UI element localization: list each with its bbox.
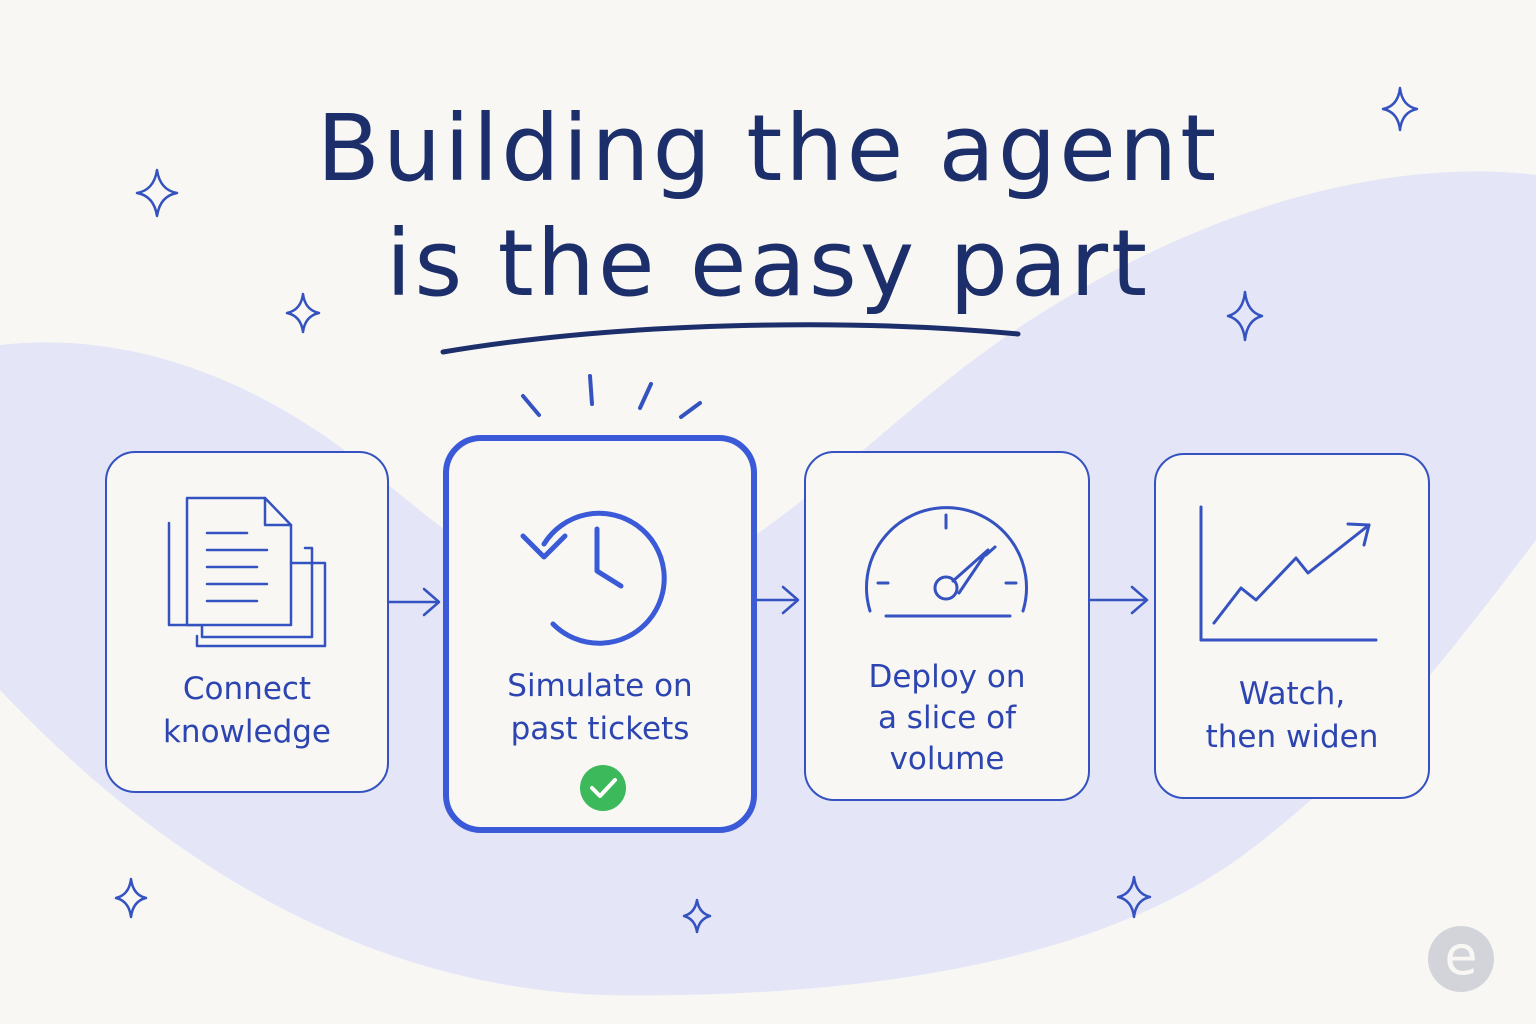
sparkle-icon — [1381, 86, 1419, 132]
step-card-connect-knowledge: Connect knowledge — [105, 451, 389, 793]
sparkle-icon — [1226, 290, 1264, 342]
step-label: Simulate on past tickets — [449, 665, 751, 751]
logo-letter: e — [1444, 924, 1478, 987]
sparkle-icon — [682, 898, 712, 934]
step-label-line: volume — [889, 741, 1005, 777]
step-label-line: Deploy on — [868, 659, 1026, 695]
check-badge-icon — [580, 765, 626, 811]
step-card-simulate-past-tickets: Simulate on past tickets — [443, 435, 757, 833]
step-label: Connect knowledge — [107, 668, 387, 754]
step-label-line: a slice of — [877, 700, 1017, 736]
step-label-line: Watch, — [1238, 676, 1346, 712]
speedometer-icon — [865, 506, 1028, 618]
step-card-watch-widen: Watch, then widen — [1154, 453, 1430, 799]
diagram-title-line-1: Building the agent — [316, 95, 1220, 202]
step-card-deploy-slice: Deploy on a slice of volume — [804, 451, 1090, 801]
arrow-3 — [1088, 585, 1149, 615]
step-label: Deploy on a slice of volume — [806, 657, 1088, 780]
history-clock-icon — [520, 510, 667, 646]
step-label-line: Simulate on — [507, 668, 693, 704]
e-logo-icon: e — [1428, 926, 1494, 992]
step-label-line: then widen — [1205, 719, 1379, 755]
burst-lines — [521, 374, 702, 419]
arrow-1 — [387, 587, 441, 617]
background-blob — [0, 171, 1536, 996]
sparkle-icon — [135, 168, 179, 218]
sparkle-icon — [285, 292, 321, 334]
step-label-line: Connect — [182, 671, 312, 707]
step-label-line: past tickets — [510, 711, 690, 747]
document-stack-icon — [167, 496, 327, 648]
arrow-2 — [755, 585, 800, 615]
diagram-title-line-2: is the easy part — [385, 210, 1151, 317]
sparkle-icon — [114, 877, 148, 919]
sparkle-icon — [1116, 875, 1152, 919]
rising-chart-icon — [1199, 505, 1378, 642]
step-label-line: knowledge — [162, 714, 332, 750]
step-label: Watch, then widen — [1156, 673, 1428, 759]
underline-stroke — [440, 322, 1021, 355]
